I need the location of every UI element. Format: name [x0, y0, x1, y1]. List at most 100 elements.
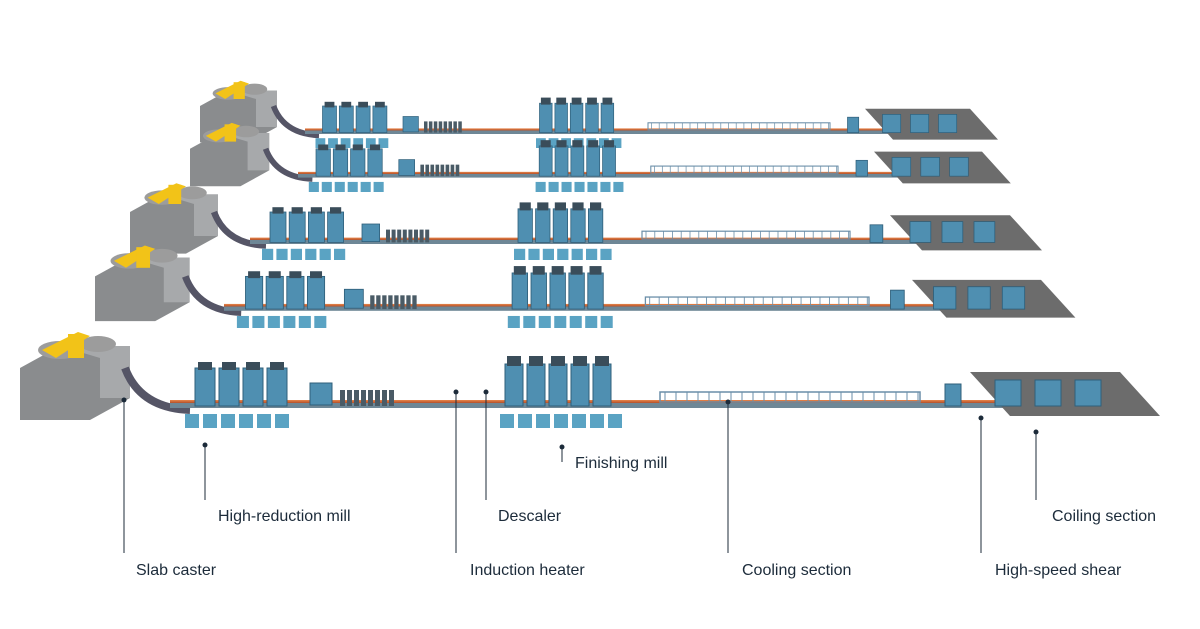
induction-coil [397, 229, 402, 243]
cooling-frame [659, 391, 921, 403]
finishing-stand [585, 102, 599, 133]
high-speed-shear [869, 224, 884, 243]
hr-mill-motor [310, 207, 322, 214]
hr-drive-unit [267, 315, 280, 328]
hr-mill-motor [318, 144, 329, 151]
finishing-stand [587, 272, 604, 310]
hr-mill-stand [322, 105, 337, 133]
label-high-speed-shear: High-speed shear [995, 562, 1122, 579]
hr-drive-unit [236, 315, 249, 328]
induction-coil [412, 295, 417, 310]
induction-coil [458, 121, 462, 133]
hr-drive-unit [360, 181, 371, 192]
hr-mill-motor [352, 144, 363, 151]
descaler-box [343, 288, 364, 309]
induction-coil [408, 229, 413, 243]
hr-drive-unit [257, 414, 271, 428]
caster-strand [270, 104, 320, 139]
finishing-motor [540, 97, 551, 105]
hr-mill-stand [308, 211, 325, 243]
finishing-drive-unit [587, 181, 598, 192]
hr-mill-motor [246, 362, 260, 370]
induction-coil [428, 121, 433, 133]
hr-drive-unit [347, 181, 358, 192]
finishing-motor [604, 140, 615, 148]
hr-mill-stand [242, 367, 264, 407]
production-line [95, 245, 1076, 328]
induction-coil [420, 164, 424, 177]
ladle-turret-column [224, 124, 237, 142]
induction-coil [440, 164, 445, 177]
ladle-right [178, 186, 207, 200]
induction-coil [453, 121, 457, 133]
cooling-frame [644, 296, 870, 307]
ladle-right [233, 125, 260, 138]
hr-drive-unit [319, 248, 331, 260]
finishing-stand [526, 363, 546, 407]
ladle-right [146, 248, 178, 263]
induction-coil [382, 295, 387, 310]
finishing-motor [590, 202, 602, 211]
finishing-drive-unit [536, 414, 550, 428]
finishing-motor [529, 356, 543, 366]
hr-mill-stand [218, 367, 240, 407]
leader-cooling-section-dot [725, 399, 731, 405]
finishing-stand [568, 272, 585, 310]
hr-drive-unit [334, 248, 346, 260]
hr-mill-stand [332, 148, 349, 177]
induction-coil [445, 164, 450, 177]
induction-coil [386, 229, 390, 243]
finishing-motor [551, 356, 565, 366]
finishing-stand [504, 363, 524, 407]
finishing-drive-unit [590, 414, 604, 428]
downcoiler [909, 221, 932, 243]
induction-coil [419, 229, 424, 243]
induction-coil [376, 295, 381, 310]
production-line [190, 122, 1011, 192]
hr-mill-motor [370, 144, 381, 151]
induction-coil [430, 164, 435, 177]
hr-mill-motor [272, 207, 284, 214]
downcoiler [933, 286, 957, 310]
hr-drive-unit [221, 414, 235, 428]
hr-mill-stand [266, 367, 288, 407]
hr-drive-unit [334, 181, 345, 192]
high-speed-shear [890, 289, 905, 310]
cooling-frame [647, 122, 831, 131]
hr-mill-motor [198, 362, 212, 370]
downcoiler [938, 114, 958, 133]
finishing-stand [588, 208, 604, 243]
finishing-stand [602, 145, 616, 177]
induction-coil [382, 390, 387, 406]
finishing-drive-unit [528, 248, 540, 260]
production-line [130, 183, 1042, 260]
hr-drive-unit [305, 248, 317, 260]
label-induction-heater: Induction heater [470, 562, 585, 579]
finishing-motor [513, 266, 526, 275]
finishing-stand [511, 272, 529, 310]
label-cooling-section: Cooling section [742, 562, 852, 579]
induction-coil [368, 390, 373, 406]
hr-drive-unit [340, 138, 351, 148]
hr-mill-motor [324, 101, 335, 108]
finishing-stand [592, 363, 612, 407]
ladle-turret-column [136, 247, 151, 268]
downcoiler [1001, 286, 1026, 310]
finishing-drive-unit [600, 181, 611, 192]
finishing-stand [517, 208, 533, 243]
finishing-motor [570, 266, 583, 275]
descaler-box [361, 223, 381, 243]
leader-high-speed-shear-dot [978, 415, 984, 421]
finishing-motor [540, 140, 551, 148]
finishing-drive-unit [554, 414, 568, 428]
hr-mill-motor [341, 101, 352, 108]
finishing-stand [554, 145, 569, 177]
descaler-box [309, 382, 333, 406]
finishing-stand [570, 145, 585, 177]
finishing-motor [571, 97, 582, 105]
caster-foundation-top [218, 132, 270, 171]
downcoiler [1074, 379, 1102, 407]
finishing-drive-unit [557, 248, 569, 260]
hr-mill-stand [350, 148, 366, 177]
